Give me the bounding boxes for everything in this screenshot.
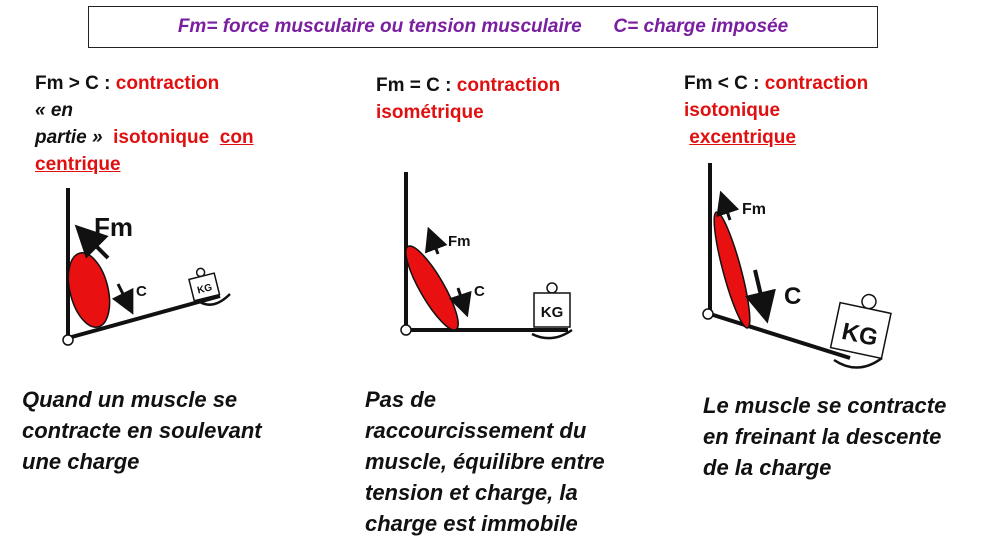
- panel-1-type-b: isotonique: [113, 127, 210, 148]
- panel-3-fm-label: Fm: [742, 201, 766, 218]
- panel-3-c-arrow-icon: [744, 269, 776, 324]
- panel-3-forearm: [709, 312, 851, 360]
- panel-3-caption-line: en freinant la descente: [703, 424, 942, 449]
- panel-1-c-label: C: [136, 283, 147, 300]
- panel-1-diagram: Fm C KG: [62, 188, 231, 346]
- panel-2-joint: [400, 324, 412, 336]
- panel-3-hand: [833, 356, 883, 369]
- panel-1-kg-weight: KG: [188, 267, 221, 302]
- panel-2-type-b: isométrique: [376, 102, 484, 123]
- panel-2-caption-line: tension et charge, la: [365, 480, 578, 505]
- panel-1-caption-line: contracte en soulevant: [22, 418, 262, 443]
- panel-2-type-a: contraction: [456, 75, 561, 96]
- legend-fm-definition: Fm= force musculaire ou tension musculai…: [177, 16, 582, 37]
- panel-2-caption-line: muscle, équilibre entre: [365, 449, 605, 474]
- panel-2-caption-line: Pas de: [365, 387, 436, 412]
- panel-1-forearm: [67, 294, 221, 340]
- panel-3-caption-line: Le muscle se contracte: [703, 393, 947, 418]
- panel-1-caption-line: Quand un muscle se: [22, 387, 238, 412]
- panel-1-kg-label: KG: [196, 282, 213, 296]
- panel-1-fm-arrow-icon: [74, 224, 110, 260]
- panel-2-c-label: C: [474, 283, 485, 300]
- panel-3-fm-arrow-icon: [716, 190, 740, 221]
- panel-1-type-c2: centrique: [35, 154, 121, 175]
- panel-1-heading: Fm > C : contraction « en partie » isoto…: [35, 70, 335, 178]
- panel-2-formula: Fm = C :: [376, 75, 452, 96]
- panel-2-heading: Fm = C : contraction isométrique: [376, 72, 676, 126]
- panel-2-kg-label: KG: [541, 304, 564, 321]
- panel-3-type-a: contraction: [764, 73, 869, 94]
- panel-3-kg-weight: KG: [829, 293, 892, 360]
- panel-1-c-arrow-icon: [111, 283, 134, 315]
- panel-3-caption-line: de la charge: [703, 455, 832, 480]
- panel-1-fm-label: Fm: [94, 212, 133, 242]
- panel-2-kg-weight: KG: [533, 282, 571, 328]
- panel-3-diagram: Fm C KG: [702, 163, 892, 369]
- panel-1-type-a: contraction: [115, 73, 220, 94]
- panel-2-muscle: [405, 245, 459, 331]
- panel-3-type-c: excentrique: [689, 127, 796, 148]
- panel-2-fm-label: Fm: [448, 233, 471, 250]
- panel-3-type-b: isotonique: [684, 100, 781, 121]
- panel-2-diagram: Fm C KG: [400, 172, 573, 340]
- legend-box: Fm= force musculaire ou tension musculai…: [88, 6, 878, 48]
- panel-2-caption-line: raccourcissement du: [365, 418, 587, 443]
- panel-3-c-label: C: [784, 283, 801, 310]
- panel-2-caption-line: charge est immobile: [365, 511, 578, 536]
- panel-2-c-arrow-icon: [448, 287, 472, 318]
- panel-2-caption: Pas de raccourcissement du muscle, équil…: [365, 384, 695, 539]
- panel-3-caption: Le muscle se contracte en freinant la de…: [703, 390, 998, 483]
- panel-1-caption-line: une charge: [22, 449, 140, 474]
- panel-3-heading: Fm < C : contraction isotonique excentri…: [684, 70, 984, 151]
- panel-2-hand: [531, 328, 573, 340]
- panel-1-quote: « en: [35, 100, 74, 121]
- panel-1-type-c1: con: [219, 127, 254, 148]
- panel-2-fm-arrow-icon: [424, 226, 448, 255]
- panel-3-muscle: [713, 211, 751, 329]
- panel-1-formula: Fm > C :: [35, 73, 111, 94]
- panel-1-quote-2: partie »: [35, 127, 103, 148]
- panel-3-formula: Fm < C :: [684, 73, 760, 94]
- panel-1-hand: [199, 293, 231, 306]
- panel-3-joint: [702, 308, 714, 320]
- legend-c-definition: C= charge imposée: [613, 16, 789, 37]
- panel-1-joint: [62, 334, 74, 346]
- panel-1-caption: Quand un muscle se contracte en soulevan…: [22, 384, 352, 477]
